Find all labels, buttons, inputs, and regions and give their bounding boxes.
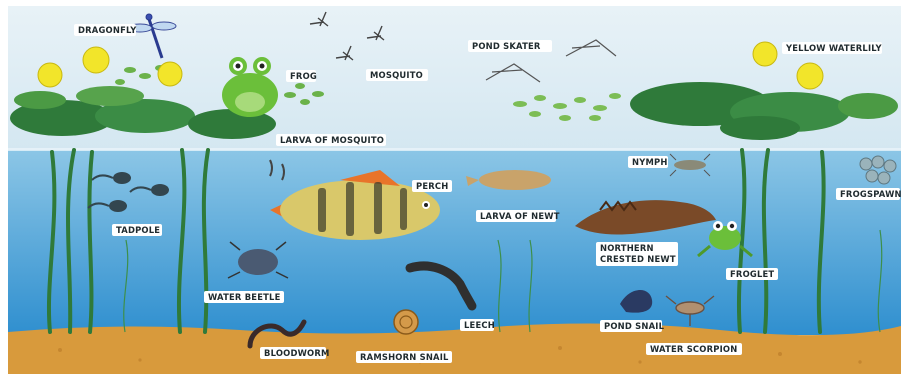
svg-text:BLOODWORM: BLOODWORM (264, 348, 330, 358)
label-water-scorpion: WATER SCORPION (646, 343, 742, 355)
svg-text:DRAGONFLY: DRAGONFLY (78, 25, 137, 35)
svg-text:NORTHERN: NORTHERN (600, 243, 654, 253)
label-nymph: NYMPH (628, 156, 668, 168)
svg-text:LEECH: LEECH (464, 320, 495, 330)
label-perch: PERCH (412, 180, 452, 192)
label-pond-snail: POND SNAIL (600, 320, 665, 332)
label-larva-of-newt: LARVA OF NEWT (476, 210, 560, 222)
svg-text:FROGLET: FROGLET (730, 269, 774, 279)
svg-text:POND SNAIL: POND SNAIL (604, 321, 665, 331)
svg-text:PERCH: PERCH (416, 181, 448, 191)
svg-text:WATER BEETLE: WATER BEETLE (208, 292, 281, 302)
ramshorn-snail-icon (394, 310, 418, 334)
label-tadpole: TADPOLE (112, 224, 162, 236)
svg-text:LARVA OF NEWT: LARVA OF NEWT (480, 211, 560, 221)
svg-text:MOSQUITO: MOSQUITO (370, 70, 423, 80)
label-frogspawn: FROGSPAWN (836, 188, 902, 200)
svg-text:LARVA OF MOSQUITO: LARVA OF MOSQUITO (280, 135, 384, 145)
label-northern-crested-newt: NORTHERN CRESTED NEWT (596, 242, 678, 266)
label-water-beetle: WATER BEETLE (204, 291, 284, 303)
label-yellow-waterlily: YELLOW WATERLILY (782, 42, 882, 54)
label-larva-of-mosquito: LARVA OF MOSQUITO (276, 134, 386, 146)
svg-text:FROG: FROG (290, 71, 317, 81)
label-pond-skater: POND SKATER (468, 40, 552, 52)
svg-text:NYMPH: NYMPH (632, 157, 668, 167)
label-frog: FROG (286, 70, 317, 82)
label-bloodworm: BLOODWORM (260, 347, 330, 359)
svg-text:YELLOW WATERLILY: YELLOW WATERLILY (785, 43, 882, 53)
label-ramshorn-snail: RAMSHORN SNAIL (356, 351, 452, 363)
label-froglet: FROGLET (726, 268, 778, 280)
label-dragonfly: DRAGONFLY (74, 24, 137, 36)
svg-text:RAMSHORN SNAIL: RAMSHORN SNAIL (360, 352, 449, 362)
svg-text:WATER SCORPION: WATER SCORPION (650, 344, 737, 354)
svg-text:TADPOLE: TADPOLE (116, 225, 160, 235)
label-mosquito: MOSQUITO (366, 69, 428, 81)
svg-text:CRESTED NEWT: CRESTED NEWT (600, 254, 676, 264)
svg-text:POND SKATER: POND SKATER (472, 41, 541, 51)
label-leech: LEECH (460, 319, 495, 331)
svg-text:FROGSPAWN: FROGSPAWN (840, 189, 902, 199)
